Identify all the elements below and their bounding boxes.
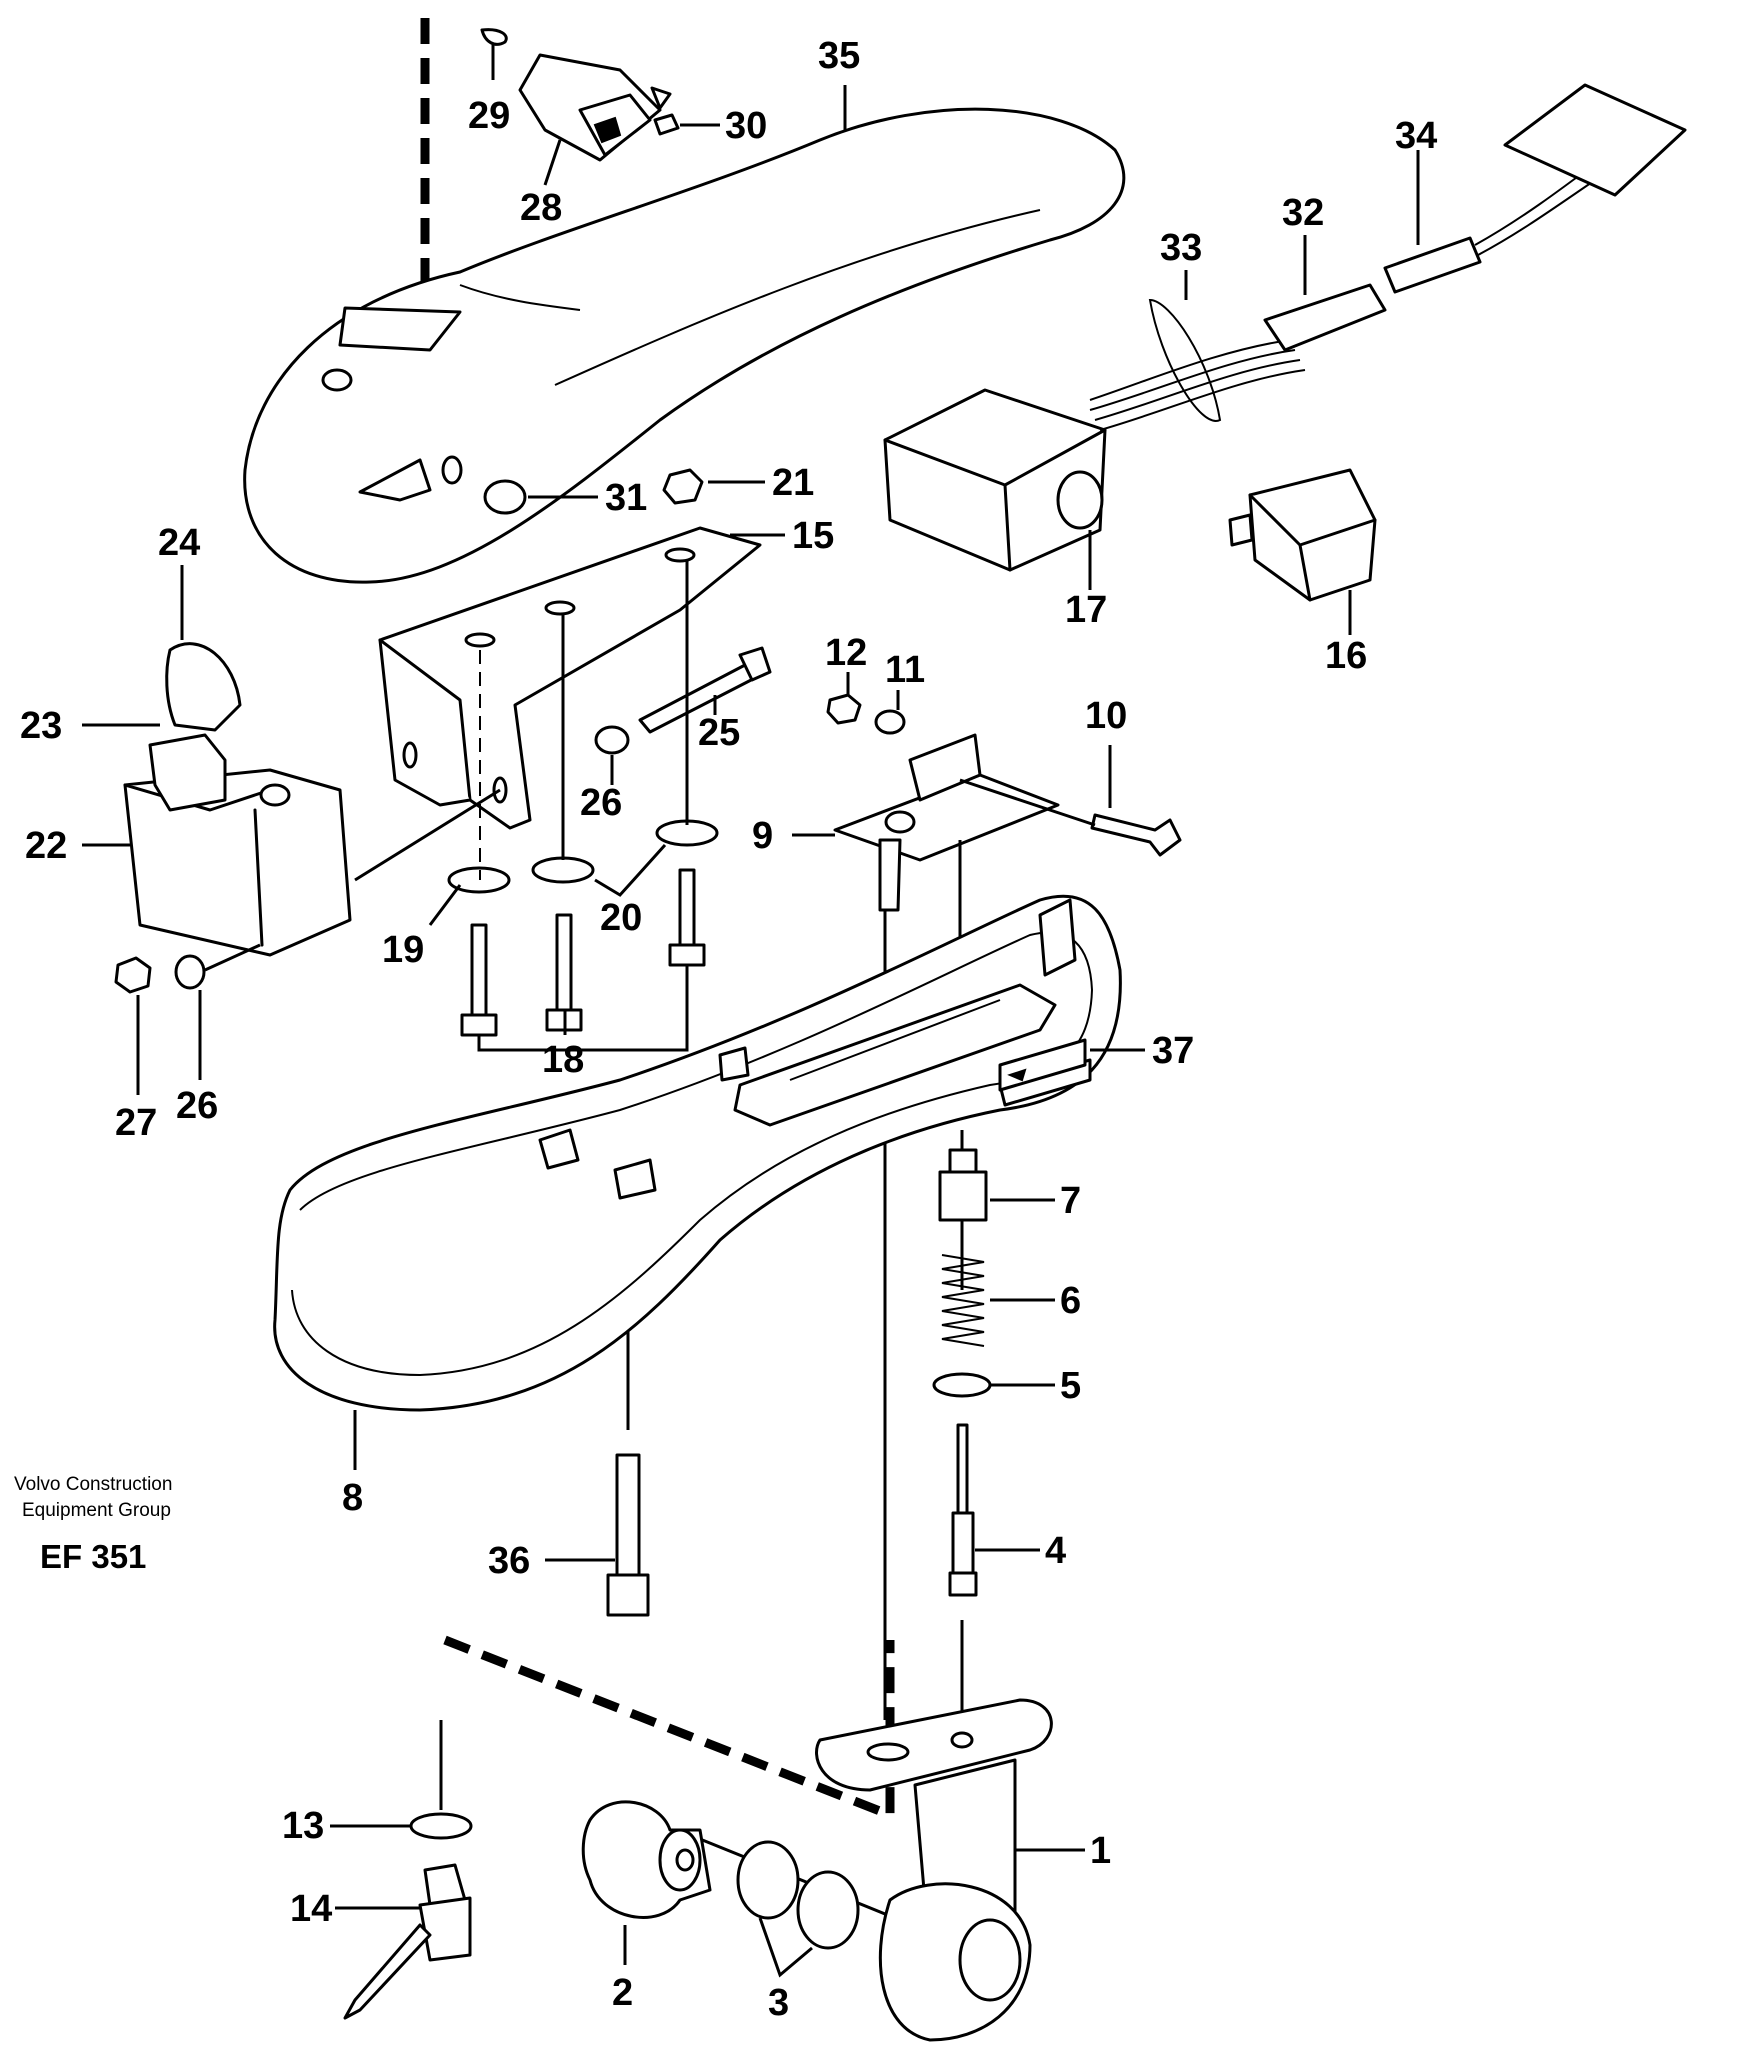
switch-housing-icon (518, 53, 672, 162)
o-ring-3a-icon (736, 1840, 800, 1920)
callout-4: 4 (1045, 1530, 1066, 1572)
callout-16: 16 (1325, 635, 1367, 677)
leader-19 (428, 884, 462, 926)
axis-plate-bolt (959, 778, 1096, 827)
leader-3 (758, 1917, 813, 1978)
callout-23: 23 (20, 705, 62, 747)
company-name-line2: Equipment Group (22, 1500, 171, 1521)
armrest-cover (243, 107, 1126, 584)
bolts-18-icon (460, 868, 706, 1037)
washer-5-icon (932, 1372, 992, 1398)
drawing-code: EF 351 (40, 1538, 147, 1575)
callout-29: 29 (468, 95, 510, 137)
callout-19: 19 (382, 929, 424, 971)
callout-7: 7 (1060, 1180, 1081, 1222)
callout-33: 33 (1160, 227, 1202, 269)
bracket-icon (378, 526, 762, 830)
plate-icon (833, 733, 1060, 912)
callout-35: 35 (818, 35, 860, 77)
callout-13: 13 (282, 1805, 324, 1847)
callout-6: 6 (1060, 1280, 1081, 1322)
cable-harness-icon (1089, 298, 1306, 431)
callout-15: 15 (792, 515, 834, 557)
screw-25-icon (638, 646, 772, 734)
callout-3: 3 (768, 1982, 789, 2024)
nut-12-icon (826, 693, 862, 725)
callout-5: 5 (1060, 1365, 1081, 1407)
callout-10: 10 (1085, 695, 1127, 737)
callout-9: 9 (752, 815, 773, 857)
washer-11-icon (874, 709, 906, 735)
clip-icon (480, 28, 508, 46)
callout-36: 36 (488, 1540, 530, 1582)
callout-34: 34 (1395, 115, 1437, 157)
washer-26-icon (594, 725, 630, 755)
connector-32-icon (1263, 283, 1387, 352)
plug-2-icon (581, 1800, 712, 1919)
callout-21: 21 (772, 462, 814, 504)
washer-13-icon (409, 1812, 473, 1840)
callout-20: 20 (600, 897, 642, 939)
control-unit-17-icon (883, 388, 1107, 572)
pin-4-icon (948, 1423, 978, 1597)
washer-20a-icon (531, 856, 595, 884)
axis-washer (204, 943, 261, 972)
callout-26b: 26 (176, 1085, 218, 1127)
callout-24: 24 (158, 522, 200, 564)
callout-31: 31 (605, 477, 647, 519)
lever-14-icon (343, 1863, 472, 2020)
callout-30: 30 (725, 105, 767, 147)
callout-2: 2 (612, 1972, 633, 2014)
o-ring-3b-icon (796, 1870, 860, 1950)
company-name-line1: Volvo Construction (14, 1474, 173, 1495)
lens-icon (653, 113, 680, 136)
spacer-7-icon (938, 1148, 988, 1222)
plug-31-icon (483, 479, 527, 515)
spring-6-icon (941, 1254, 985, 1347)
callout-14: 14 (290, 1888, 332, 1930)
bolt-36-icon (606, 1453, 650, 1617)
relay-16-icon (1228, 468, 1377, 602)
callout-32: 32 (1282, 192, 1324, 234)
callout-11: 11 (885, 649, 925, 691)
joystick-switch-icon (123, 642, 352, 957)
leader-28 (543, 139, 562, 186)
callout-27: 27 (115, 1102, 157, 1144)
callout-17: 17 (1065, 589, 1107, 631)
callout-1: 1 (1090, 1830, 1111, 1872)
armrest-base (273, 894, 1122, 1412)
callout-8: 8 (342, 1477, 363, 1519)
callout-18: 18 (542, 1039, 584, 1081)
decal-37-icon (998, 1038, 1087, 1092)
callout-26: 26 (580, 782, 622, 824)
bolts-18-link (477, 965, 689, 1052)
washer-26b-icon (174, 954, 206, 990)
callout-12: 12 (825, 632, 867, 674)
nut-27-icon (114, 956, 152, 994)
leader-20 (594, 843, 667, 897)
axis-switch (354, 788, 501, 882)
callout-28: 28 (520, 187, 562, 229)
connector-34-icon (1383, 83, 1687, 294)
callout-25: 25 (698, 712, 740, 754)
callout-37: 37 (1152, 1030, 1194, 1072)
assembly-line-arm (443, 1635, 895, 1822)
bolt-10-icon (1090, 813, 1182, 857)
nut-21-icon (662, 468, 704, 505)
mount-arm-icon (815, 1698, 1053, 2042)
callout-22: 22 (25, 825, 67, 867)
